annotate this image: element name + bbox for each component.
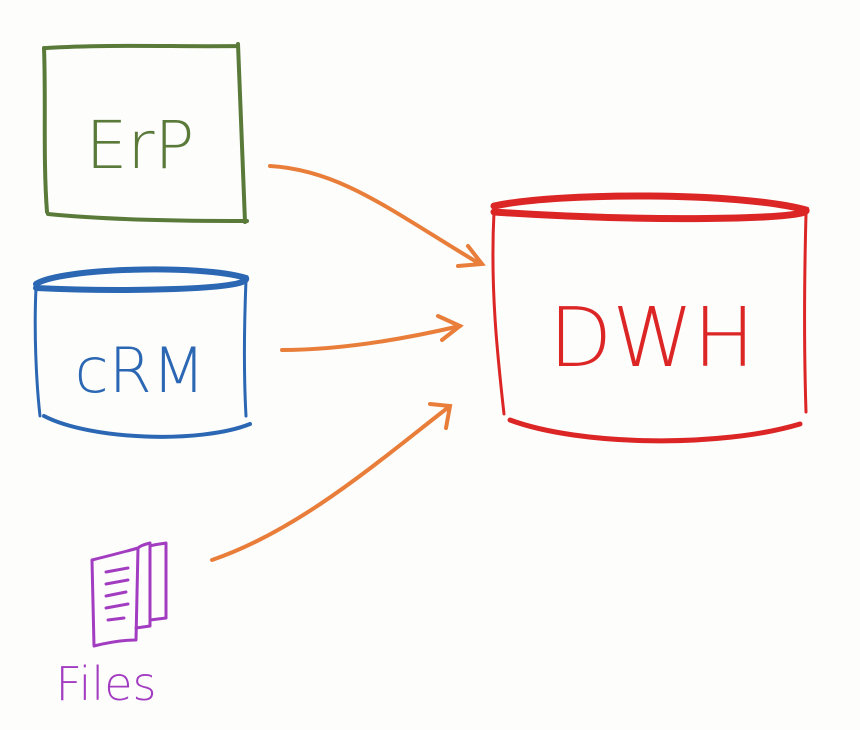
edge-crm-to-dwh-arrowhead <box>436 314 464 342</box>
erp-label: ErP <box>86 107 195 184</box>
dwh-top <box>490 192 810 223</box>
files-label: Files <box>56 657 157 711</box>
dwh-label: DWH <box>549 291 755 386</box>
edge-erp-to-dwh-arrowhead <box>456 244 486 268</box>
edge-crm-to-dwh-line <box>280 324 462 352</box>
crm-node: cRM <box>33 266 252 439</box>
dwh-sides <box>491 210 808 416</box>
edge-erp-to-dwh <box>268 164 486 268</box>
edge-crm-to-dwh <box>280 314 464 352</box>
files-node: Files <box>56 541 168 711</box>
files-icon <box>90 541 168 648</box>
crm-bottom <box>42 414 252 439</box>
dwh-bottom <box>507 417 803 444</box>
erp-box <box>42 42 249 224</box>
dwh-node: DWH <box>490 192 810 444</box>
edge-files-to-dwh <box>210 402 453 562</box>
edge-files-to-dwh-arrowhead <box>428 402 453 430</box>
erp-node: ErP <box>42 42 249 224</box>
edge-files-to-dwh-line <box>210 404 452 562</box>
crm-top <box>33 266 250 293</box>
crm-sides <box>33 278 248 418</box>
edge-erp-to-dwh-line <box>268 164 482 266</box>
crm-label: cRM <box>75 334 206 407</box>
